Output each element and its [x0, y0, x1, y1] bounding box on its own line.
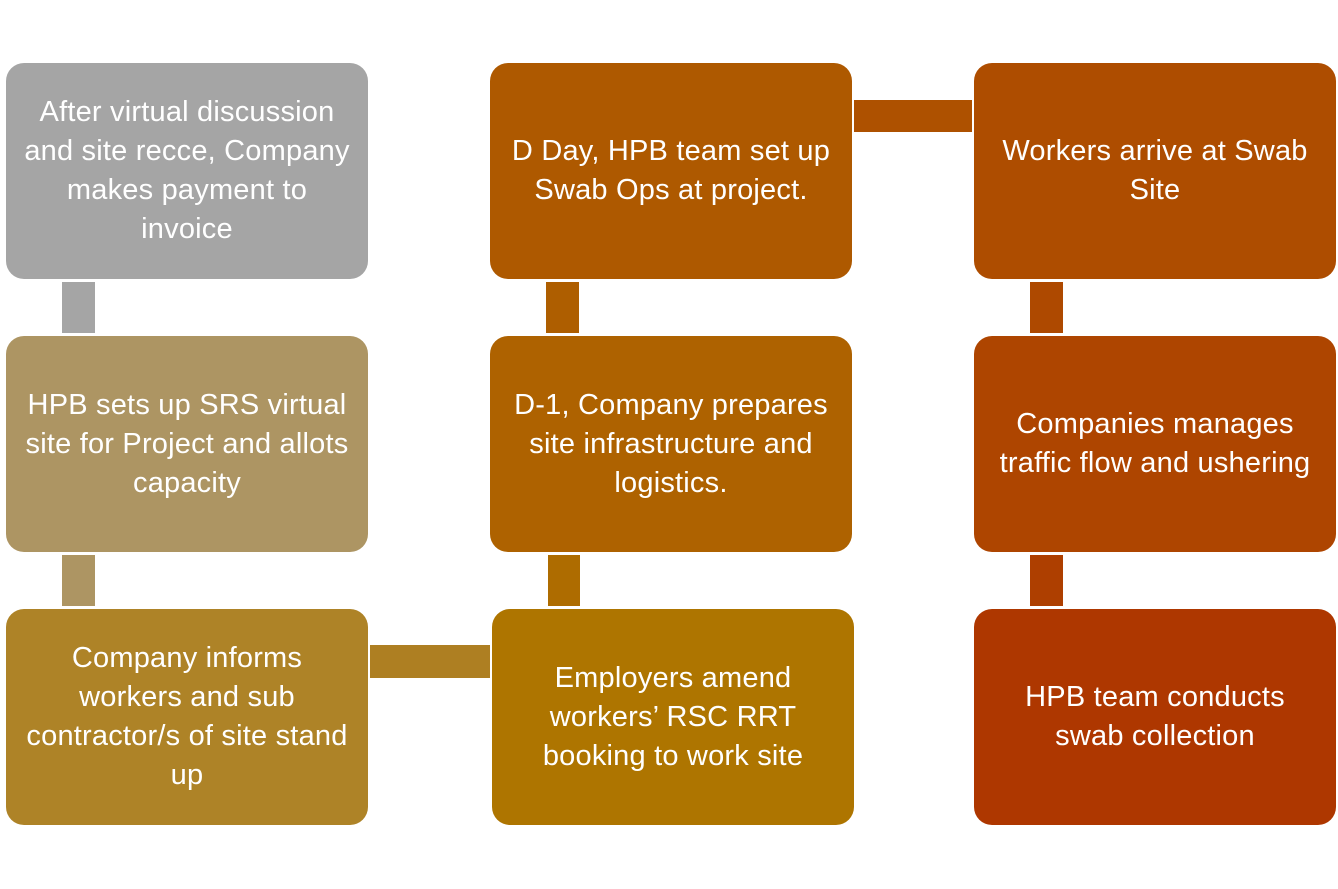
step-9-text: HPB team conducts swab collection: [1025, 681, 1285, 752]
connector-step2-step3: [62, 555, 95, 606]
step-8-text: Companies manages traffic flow and usher…: [999, 408, 1311, 479]
step-5-text: D-1, Company prepares site infrastructur…: [514, 388, 828, 499]
step-4-amend-booking-box: Employers amend workers’ RSC RRT booking…: [492, 609, 854, 825]
connector-step4-step5: [548, 555, 580, 606]
step-3-text: Company informs workers and sub contract…: [26, 642, 348, 791]
connector-step1-step2: [62, 282, 95, 333]
step-2-srs-setup-box: HPB sets up SRS virtual site for Project…: [6, 336, 368, 552]
connector-step6-step7: [854, 100, 972, 132]
step-2-text: HPB sets up SRS virtual site for Project…: [25, 388, 349, 499]
step-7-text: Workers arrive at Swab Site: [1002, 135, 1308, 206]
step-5-prepare-site-box: D-1, Company prepares site infrastructur…: [490, 336, 852, 552]
step-7-workers-arrive-box: Workers arrive at Swab Site: [974, 63, 1336, 279]
step-1-text: After virtual discussion and site recce,…: [24, 96, 350, 245]
step-6-swab-ops-box: D Day, HPB team set up Swab Ops at proje…: [490, 63, 852, 279]
step-3-inform-workers-box: Company informs workers and sub contract…: [6, 609, 368, 825]
connector-step3-step4: [370, 645, 490, 678]
connector-step7-step8: [1030, 282, 1063, 333]
step-1-payment-box: After virtual discussion and site recce,…: [6, 63, 368, 279]
connector-step5-step6: [546, 282, 579, 333]
step-8-traffic-flow-box: Companies manages traffic flow and usher…: [974, 336, 1336, 552]
step-9-swab-collection-box: HPB team conducts swab collection: [974, 609, 1336, 825]
connector-step8-step9: [1030, 555, 1063, 606]
step-4-text: Employers amend workers’ RSC RRT booking…: [542, 661, 804, 772]
step-6-text: D Day, HPB team set up Swab Ops at proje…: [511, 135, 831, 206]
